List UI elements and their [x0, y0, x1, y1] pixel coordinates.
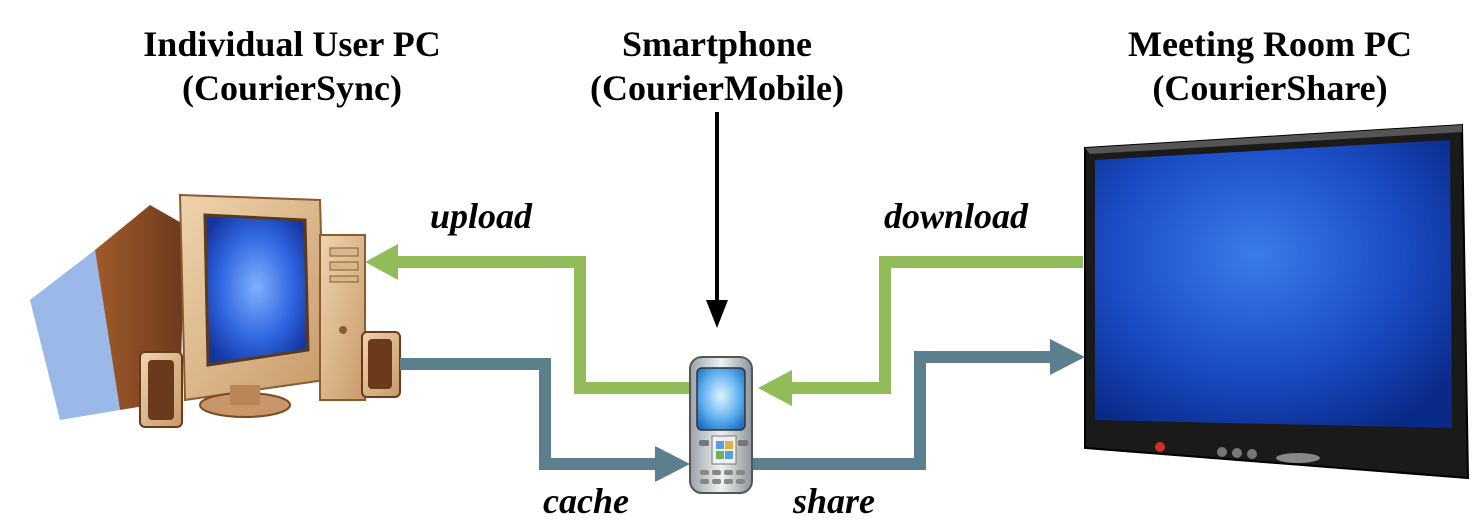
- input-arrow: [706, 112, 728, 328]
- share-label: share: [793, 481, 876, 521]
- desktop-pc-icon: [30, 193, 401, 428]
- smartphone-icon: [689, 356, 753, 494]
- room-title: Meeting Room PC (CourierShare): [1070, 22, 1470, 110]
- pc-name: Individual User PC: [143, 24, 441, 64]
- pc-app: (CourierSync): [182, 68, 402, 108]
- upload-label: upload: [430, 196, 533, 236]
- download-label: download: [884, 196, 1029, 236]
- room-app: (CourierShare): [1152, 68, 1388, 108]
- phone-title: Smartphone (CourierMobile): [517, 22, 917, 110]
- pc-title: Individual User PC (CourierSync): [92, 22, 492, 110]
- room-name: Meeting Room PC: [1128, 24, 1412, 64]
- meeting-room-display-icon: [1084, 123, 1470, 480]
- phone-name: Smartphone: [621, 24, 813, 64]
- phone-app: (CourierMobile): [590, 68, 844, 108]
- upload-arrow: [365, 244, 690, 394]
- share-arrow: [752, 339, 1085, 470]
- cache-label: cache: [543, 481, 629, 521]
- cache-arrow: [400, 358, 690, 482]
- download-arrow: [758, 256, 1083, 406]
